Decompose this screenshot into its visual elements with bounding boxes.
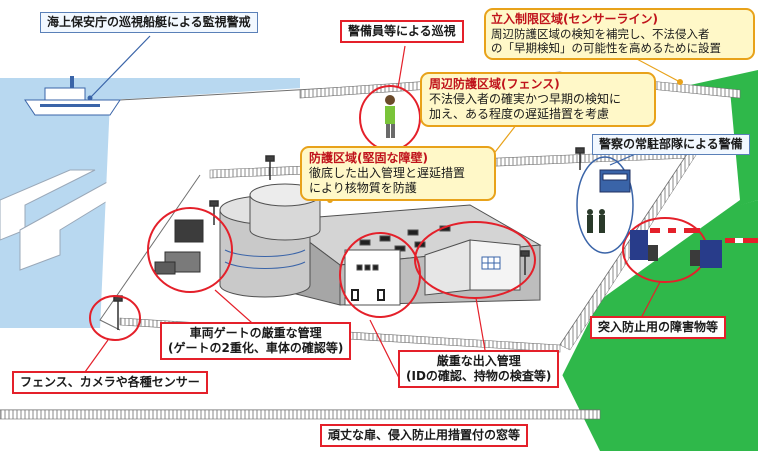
perimeter-line-1: 不法侵入者の確実かつ早期の検知に	[429, 92, 622, 106]
camera-pole-icon	[113, 147, 585, 330]
police-label: 警察の常駐部隊による警備	[592, 134, 750, 155]
restricted-area-title: 立入制限区域(センサーライン)	[491, 12, 658, 26]
access-control-label: 厳重な出入管理 (IDの確認、持物の検査等)	[398, 350, 560, 388]
perimeter-line-2: 加え、ある程度の遅延措置を考慮	[429, 107, 610, 121]
police-circle	[576, 156, 634, 254]
perimeter-title: 周辺防護区域(フェンス)	[429, 77, 560, 91]
vehicle-gate-line-1: 車両ゲートの厳重な管理	[189, 326, 322, 340]
fence-sensors-label: フェンス、カメラや各種センサー	[12, 371, 208, 394]
access-control-line-1: 厳重な出入管理	[436, 354, 521, 368]
gate-arm-icon	[650, 228, 758, 243]
highlight-circles	[89, 85, 708, 341]
outer-fence-band	[0, 409, 601, 420]
doors-windows-label: 頑丈な扉、侵入防止用措置付の窓等	[320, 424, 529, 447]
guard-person-icon	[385, 95, 395, 138]
restricted-area-callout: 立入制限区域(センサーライン) 周辺防護区域の検知を補完し、不法侵入者 の「早期…	[484, 8, 755, 60]
perimeter-callout: 周辺防護区域(フェンス) 不法侵入者の確実かつ早期の検知に 加え、ある程度の遅延…	[420, 72, 656, 127]
protected-area-title: 防護区域(堅固な障壁)	[309, 151, 428, 165]
protected-area-line-1: 徹底した出入管理と遅延措置	[309, 166, 466, 180]
vehicle-gate	[154, 219, 204, 275]
coast-guard-label: 海上保安庁の巡視船艇による監視警戒	[40, 12, 258, 33]
protected-area-line-2: により核物質を防護	[309, 181, 417, 195]
callout-lines	[84, 35, 681, 381]
restricted-area-line-2: の「早期検知」の可能性を高めるために設置	[491, 41, 721, 56]
storage-tank-icon	[219, 183, 321, 298]
access-control-line-2: (IDの確認、持物の検査等)	[406, 369, 552, 383]
vehicle-gate-line-2: (ゲートの2重化、車体の確認等)	[168, 341, 344, 355]
restricted-area-line-1: 周辺防護区域の検知を補完し、不法侵入者	[491, 27, 710, 41]
guards-patrol-label: 警備員等による巡視	[340, 20, 464, 43]
protected-area-callout: 防護区域(堅固な障壁) 徹底した出入管理と遅延措置 により核物質を防護	[300, 146, 496, 201]
barrier-block-icon	[630, 230, 722, 268]
breakwater	[0, 169, 96, 241]
patrol-ship-icon	[24, 76, 121, 116]
barriers-label: 突入防止用の障害物等	[590, 316, 727, 339]
vehicle-gate-label: 車両ゲートの厳重な管理 (ゲートの2重化、車体の確認等)	[160, 322, 352, 360]
police-bus-icon	[599, 169, 631, 193]
police-person-icon	[587, 209, 605, 233]
perimeter-fence-left	[99, 174, 201, 331]
